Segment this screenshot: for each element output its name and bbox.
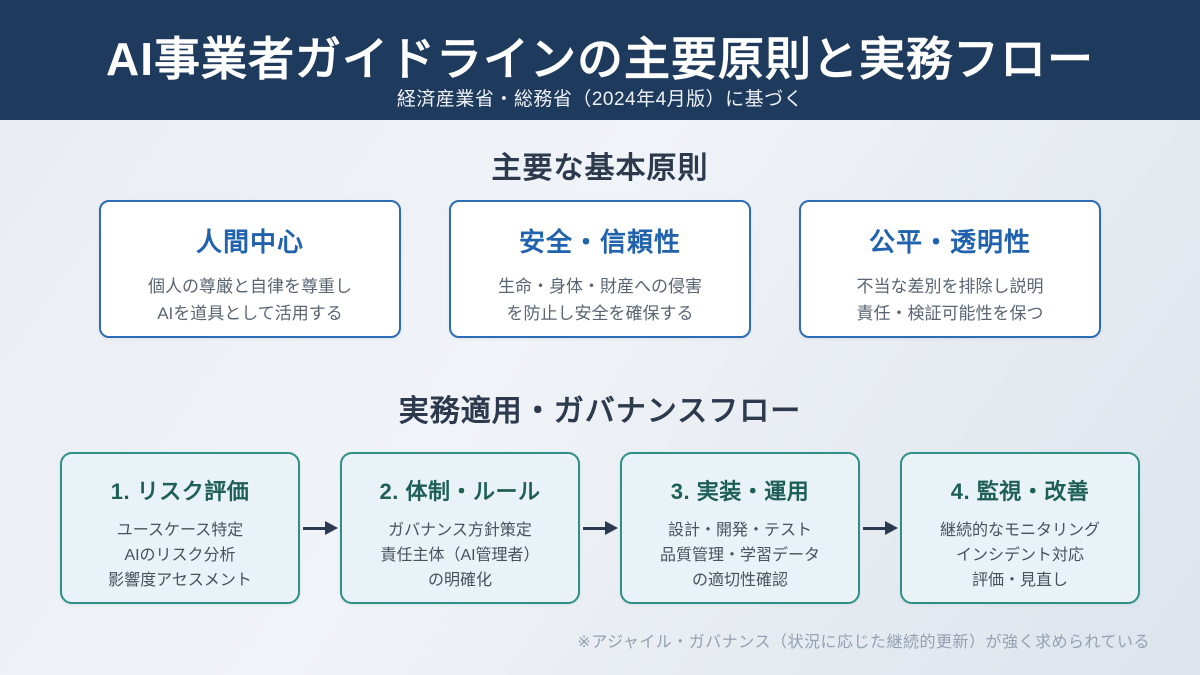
flow-step-detail-line: 影響度アセスメント	[108, 571, 252, 589]
principle-description: 不当な差別を排除し説明 責任・検証可能性を保つ	[801, 273, 1099, 327]
principle-title: 人間中心	[195, 227, 304, 257]
flow-step-detail-line: 責任主体（AI管理者）	[380, 546, 540, 564]
principles-section-heading: 主要な基本原則	[491, 152, 709, 185]
principle-description-line: 責任・検証可能性を保つ	[856, 304, 1044, 324]
flow-step-detail-line: インシデント対応	[955, 546, 1084, 564]
flow-step-structure-rules: 2. 体制・ルール ガバナンス方針策定 責任主体（AI管理者） の明確化	[340, 452, 580, 604]
flow-step-details: ユースケース特定 AIのリスク分析 影響度アセスメント	[62, 519, 298, 593]
principle-card-human-centric: 人間中心 個人の尊厳と自律を尊重し AIを道具として活用する	[99, 200, 401, 338]
arrow-head	[604, 521, 618, 535]
arrow-line	[302, 526, 325, 530]
flow-step-detail-line: 設計・開発・テスト	[667, 522, 812, 539]
header-banner: AI事業者ガイドラインの主要原則と実務フロー 経済産業省・総務省（2024年4月…	[0, 0, 1200, 120]
arrow-line	[582, 526, 605, 530]
principle-title: 安全・信頼性	[518, 227, 681, 257]
arrow-line	[862, 526, 885, 530]
governance-flow-row: 1. リスク評価 ユースケース特定 AIのリスク分析 影響度アセスメント 2. …	[0, 452, 1200, 604]
flow-step-detail-line: の明確化	[427, 571, 492, 589]
flow-arrow-icon	[580, 520, 620, 536]
flow-step-details: 設計・開発・テスト 品質管理・学習データ の適切性確認	[622, 519, 858, 593]
flow-step-title: 2. 体制・ルール	[379, 479, 541, 504]
flow-step-detail-line: 品質管理・学習データ	[659, 546, 820, 564]
flow-step-detail-line: ガバナンス方針策定	[388, 522, 532, 539]
flow-step-risk-assessment: 1. リスク評価 ユースケース特定 AIのリスク分析 影響度アセスメント	[60, 452, 300, 604]
flow-step-details: 継続的なモニタリング インシデント対応 評価・見直し	[902, 519, 1138, 593]
arrow-head	[884, 521, 898, 535]
principle-description-line: を防止し安全を確保する	[506, 304, 694, 324]
flow-step-detail-line: 継続的なモニタリング	[939, 522, 1100, 539]
flow-step-detail-line: ユースケース特定	[116, 522, 244, 539]
flow-arrow-icon	[860, 520, 900, 536]
flow-step-implementation-operation: 3. 実装・運用 設計・開発・テスト 品質管理・学習データ の適切性確認	[620, 452, 860, 604]
principle-description-line: 個人の尊厳と自律を尊重し	[148, 277, 352, 296]
principle-card-fairness-transparency: 公平・透明性 不当な差別を排除し説明 責任・検証可能性を保つ	[799, 200, 1101, 338]
flow-arrow-icon	[300, 520, 340, 536]
principle-description: 個人の尊厳と自律を尊重し AIを道具として活用する	[101, 273, 399, 327]
principle-description-line: 不当な差別を排除し説明	[856, 277, 1044, 296]
flow-step-monitoring-improvement: 4. 監視・改善 継続的なモニタリング インシデント対応 評価・見直し	[900, 452, 1140, 604]
principle-description: 生命・身体・財産への侵害 を防止し安全を確保する	[451, 273, 749, 327]
flow-step-title: 4. 監視・改善	[950, 479, 1090, 504]
principle-description-line: 生命・身体・財産への侵害	[498, 277, 702, 296]
agile-governance-footnote: ※アジャイル・ガバナンス（状況に応じた継続的更新）が強く求められている	[577, 634, 1150, 651]
flow-step-detail-line: の適切性確認	[691, 571, 788, 589]
flow-step-title: 3. 実装・運用	[670, 479, 810, 504]
principle-card-safety-reliability: 安全・信頼性 生命・身体・財産への侵害 を防止し安全を確保する	[449, 200, 751, 338]
flow-step-details: ガバナンス方針策定 責任主体（AI管理者） の明確化	[342, 519, 578, 593]
page-title: AI事業者ガイドラインの主要原則と実務フロー	[106, 33, 1094, 85]
principle-title: 公平・透明性	[868, 227, 1031, 257]
page-subtitle: 経済産業省・総務省（2024年4月版）に基づく	[396, 89, 804, 110]
principles-row: 人間中心 個人の尊厳と自律を尊重し AIを道具として活用する 安全・信頼性 生命…	[0, 200, 1200, 338]
flow-step-title: 1. リスク評価	[110, 479, 250, 504]
flow-step-detail-line: 評価・見直し	[971, 571, 1068, 589]
flow-step-detail-line: AIのリスク分析	[124, 546, 236, 564]
principle-description-line: AIを道具として活用する	[157, 304, 343, 324]
arrow-head	[324, 521, 338, 535]
flow-section-heading: 実務適用・ガバナンスフロー	[398, 395, 802, 428]
